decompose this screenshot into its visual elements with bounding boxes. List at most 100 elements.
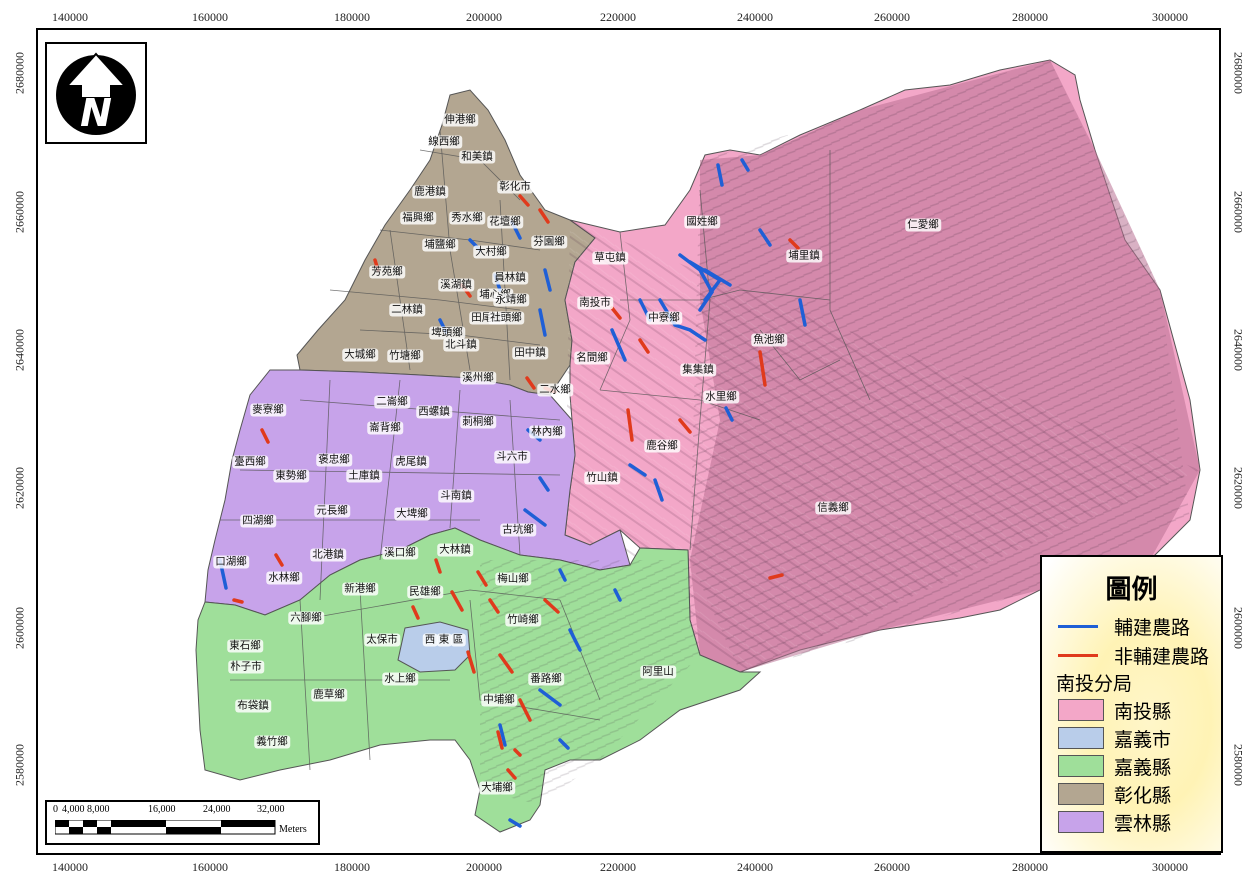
x-tick-bottom-8: 300000: [1152, 860, 1188, 874]
unfunded-road-51: [466, 650, 476, 674]
unfunded-road-55: [513, 748, 522, 757]
funded-road-18: [613, 588, 622, 602]
unfunded-road-31: [758, 350, 767, 387]
unfunded-road-43: [274, 553, 284, 567]
place-label-chiayi-18: 布袋鎮: [235, 699, 271, 713]
funded-road-12: [724, 406, 734, 422]
place-label-chiayi-6: 竹崎鄉: [505, 613, 541, 627]
place-label-changhua-22: 北斗鎮: [443, 338, 479, 352]
place-label-changhua-6: 秀水鄉: [449, 211, 485, 225]
unfunded-road-53: [411, 605, 420, 620]
x-tick-bottom-1: 160000: [192, 860, 228, 874]
funded-road-24: [558, 568, 567, 582]
place-label-changhua-3: 鹿港鎮: [412, 185, 448, 199]
unfunded-road-37: [525, 376, 536, 390]
place-label-chiayi-5: 六腳鄉: [288, 611, 324, 625]
place-label-chiayi-2: 梅山鄉: [495, 572, 531, 586]
x-tick-top-5: 240000: [737, 10, 773, 24]
place-label-yunlin-18: 北港鎮: [310, 548, 346, 562]
scale-bar-graphic: [55, 820, 276, 835]
svg-text:N: N: [80, 91, 112, 135]
place-label-chiayi-20: 大埔鄉: [479, 781, 515, 795]
place-label-yunlin-7: 褒忠鄉: [316, 453, 352, 467]
place-label-changhua-8: 埔鹽鄉: [422, 238, 458, 252]
place-label-changhua-15: 二林鎮: [389, 303, 425, 317]
place-label-changhua-19: 埤頭鄉: [429, 326, 465, 340]
scale-label-3: 16,000: [148, 804, 176, 815]
unfunded-road-34: [768, 573, 784, 580]
unfunded-road-48: [498, 653, 514, 674]
region-chiayi-city: [397, 621, 471, 673]
unfunded-road-45: [450, 590, 464, 612]
place-label-chiayi-3: 新港鄉: [342, 582, 378, 596]
place-label-chiayi-7: 東石鄉: [227, 639, 263, 653]
legend-label-changhua: 彰化縣: [1114, 785, 1172, 807]
funded-road-19: [568, 628, 582, 652]
funded-road-10: [628, 463, 647, 477]
place-label-nantou-3: 埔里鎮: [786, 249, 822, 263]
place-label-yunlin-1: 二崙鄉: [374, 395, 410, 409]
x-tick-bottom-6: 260000: [874, 860, 910, 874]
x-tick-bottom-7: 280000: [1012, 860, 1048, 874]
x-tick-bottom-2: 180000: [334, 860, 370, 874]
place-label-yunlin-17: 口湖鄉: [213, 555, 249, 569]
place-label-nantou-11: 竹山鎮: [584, 471, 620, 485]
x-tick-top-7: 280000: [1012, 10, 1048, 24]
funded-road-20: [538, 688, 562, 707]
place-label-chiayi-19: 義竹鄉: [254, 735, 290, 749]
legend-label-chiayi-county: 嘉義縣: [1114, 757, 1172, 779]
funded-road-25: [498, 723, 507, 747]
legend-swatch-chiayi-county: [1058, 755, 1104, 777]
funded-road-22: [508, 818, 522, 828]
scale-label-5: 32,000: [257, 804, 285, 815]
place-label-nantou-5: 中寮鄉: [646, 311, 682, 325]
funded-road-11: [653, 478, 664, 502]
terrain-hatching-2: [690, 60, 1190, 672]
place-label-changhua-7: 花壇鄉: [487, 215, 523, 229]
x-tick-bottom-0: 140000: [52, 860, 88, 874]
place-label-chiayi-13: 番路鄉: [528, 672, 564, 686]
place-label-chiayi-4: 民雄鄉: [407, 585, 443, 599]
place-label-nantou-1: 仁愛鄉: [905, 218, 941, 232]
scale-unit: Meters: [279, 824, 307, 835]
place-label-yunlin-2: 西螺鎮: [416, 405, 452, 419]
place-label-changhua-4: 彰化市: [497, 180, 533, 194]
legend-label-yunlin: 雲林縣: [1114, 813, 1172, 835]
place-label-changhua-13: 員林鎮: [492, 271, 528, 285]
place-label-changhua-0: 伸港鄉: [442, 113, 478, 127]
place-label-yunlin-4: 莿桐鄉: [460, 415, 496, 429]
legend: 圖例 輔建農路 非輔建農路 南投分局 南投縣 嘉義市 嘉義縣 彰化縣 雲林縣: [1040, 555, 1223, 853]
place-label-nantou-2: 草屯鎮: [592, 251, 628, 265]
x-tick-top-6: 260000: [874, 10, 910, 24]
place-label-chiayi-1: 大林鎮: [437, 543, 473, 557]
legend-swatch-chiayi-city: [1058, 727, 1104, 749]
scale-bar: 0 4,000 8,000 16,000 24,000 32,000 Meter…: [45, 800, 320, 845]
unfunded-road-42: [260, 428, 270, 444]
funded-road-21: [558, 738, 570, 750]
place-label-changhua-1: 線西鄉: [426, 135, 462, 149]
place-label-yunlin-13: 四湖鄉: [240, 514, 276, 528]
place-label-yunlin-9: 東勢鄉: [273, 469, 309, 483]
place-label-changhua-18: 社頭鄉: [488, 311, 524, 325]
place-label-changhua-24: 溪州鄉: [460, 371, 496, 385]
place-label-chiayi-11: 東: [436, 633, 452, 647]
place-label-yunlin-5: 林內鄉: [529, 425, 565, 439]
place-label-chiayi-16: 鹿草鄉: [311, 688, 347, 702]
place-label-nantou-10: 鹿谷鄉: [644, 439, 680, 453]
legend-district-title: 南投分局: [1056, 673, 1133, 695]
x-tick-bottom-4: 220000: [600, 860, 636, 874]
unfunded-road-52: [434, 558, 442, 574]
scale-label-2: 8,000: [87, 804, 110, 815]
unfunded-road-44: [232, 598, 244, 604]
place-label-nantou-6: 魚池鄉: [751, 333, 787, 347]
place-label-chiayi-9: 西: [422, 633, 438, 647]
place-label-yunlin-3: 崙背鄉: [367, 421, 403, 435]
unfunded-road-39: [538, 208, 550, 224]
place-label-yunlin-12: 斗南鎮: [438, 489, 474, 503]
x-tick-top-2: 180000: [334, 10, 370, 24]
unfunded-road-50: [496, 730, 504, 750]
unfunded-road-54: [543, 598, 560, 614]
unfunded-road-46: [476, 570, 488, 587]
funded-road-7: [740, 158, 750, 172]
